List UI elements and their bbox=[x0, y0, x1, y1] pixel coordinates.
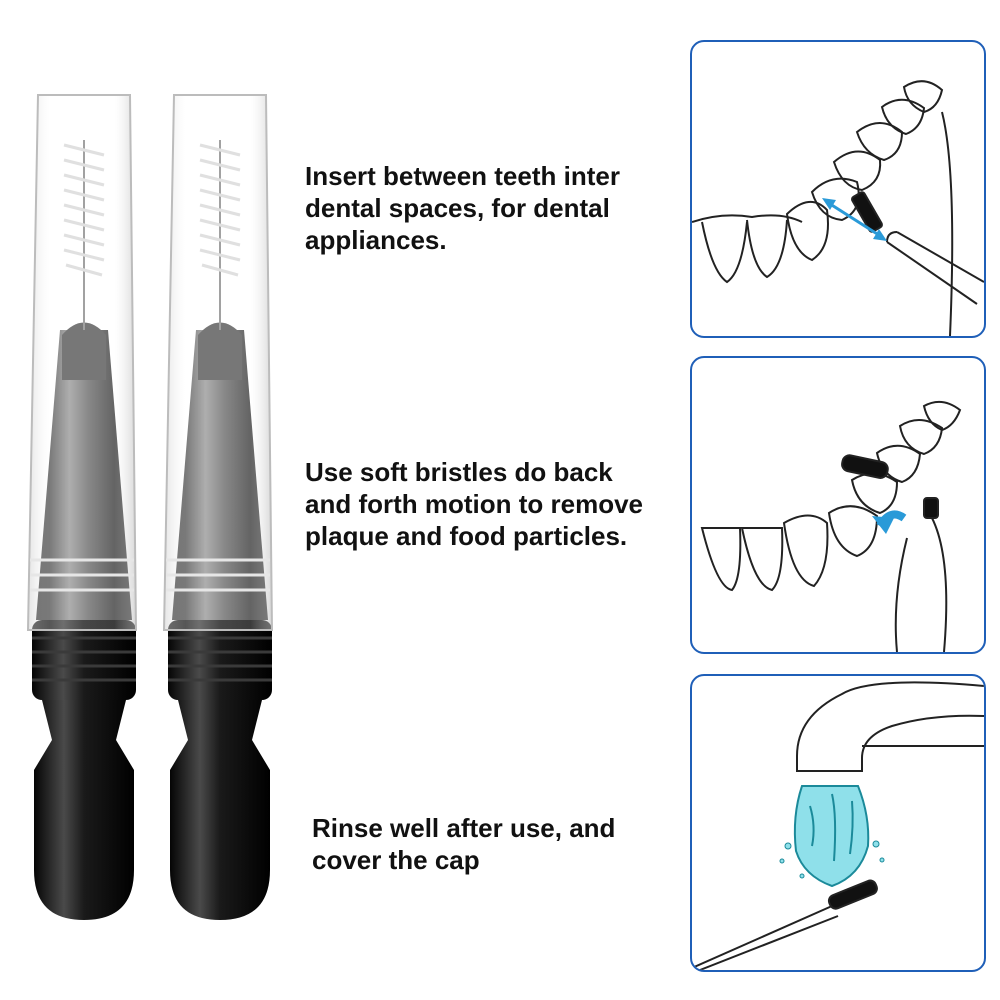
interdental-brush-left bbox=[26, 94, 138, 920]
step-1-line-3: appliances. bbox=[305, 225, 447, 255]
back-and-forth-brushing-illustration bbox=[690, 356, 986, 654]
step-1-line-2: dental spaces, for dental bbox=[305, 193, 610, 223]
step-2-line-3: plaque and food particles. bbox=[305, 521, 628, 551]
step-3-line-1: Rinse well after use, and bbox=[312, 813, 616, 843]
step-2-text: Use soft bristles do back and forth moti… bbox=[305, 456, 643, 552]
step-1-line-1: Insert between teeth inter bbox=[305, 161, 620, 191]
step-3-line-2: cover the cap bbox=[312, 845, 480, 875]
step-2-line-2: and forth motion to remove bbox=[305, 489, 643, 519]
step-3-text: Rinse well after use, and cover the cap bbox=[312, 812, 615, 876]
step-1-text: Insert between teeth inter dental spaces… bbox=[305, 160, 620, 256]
step-2-line-1: Use soft bristles do back bbox=[305, 457, 613, 487]
insert-between-teeth-illustration bbox=[690, 40, 986, 338]
rinse-under-tap-illustration bbox=[690, 674, 986, 972]
interdental-brush-right bbox=[162, 94, 274, 920]
product-brushes-image bbox=[26, 94, 274, 920]
